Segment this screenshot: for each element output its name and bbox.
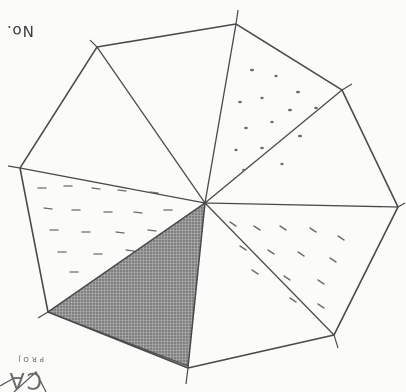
- shaded-segment: [48, 203, 205, 366]
- note-label: No.: [6, 22, 34, 40]
- dashed-segment-right: [230, 222, 344, 308]
- corner-logo-main: CA: [0, 367, 42, 392]
- corner-logo-sub: PROJ: [0, 355, 44, 363]
- corner-logo-mark: CA PROJ: [0, 318, 46, 392]
